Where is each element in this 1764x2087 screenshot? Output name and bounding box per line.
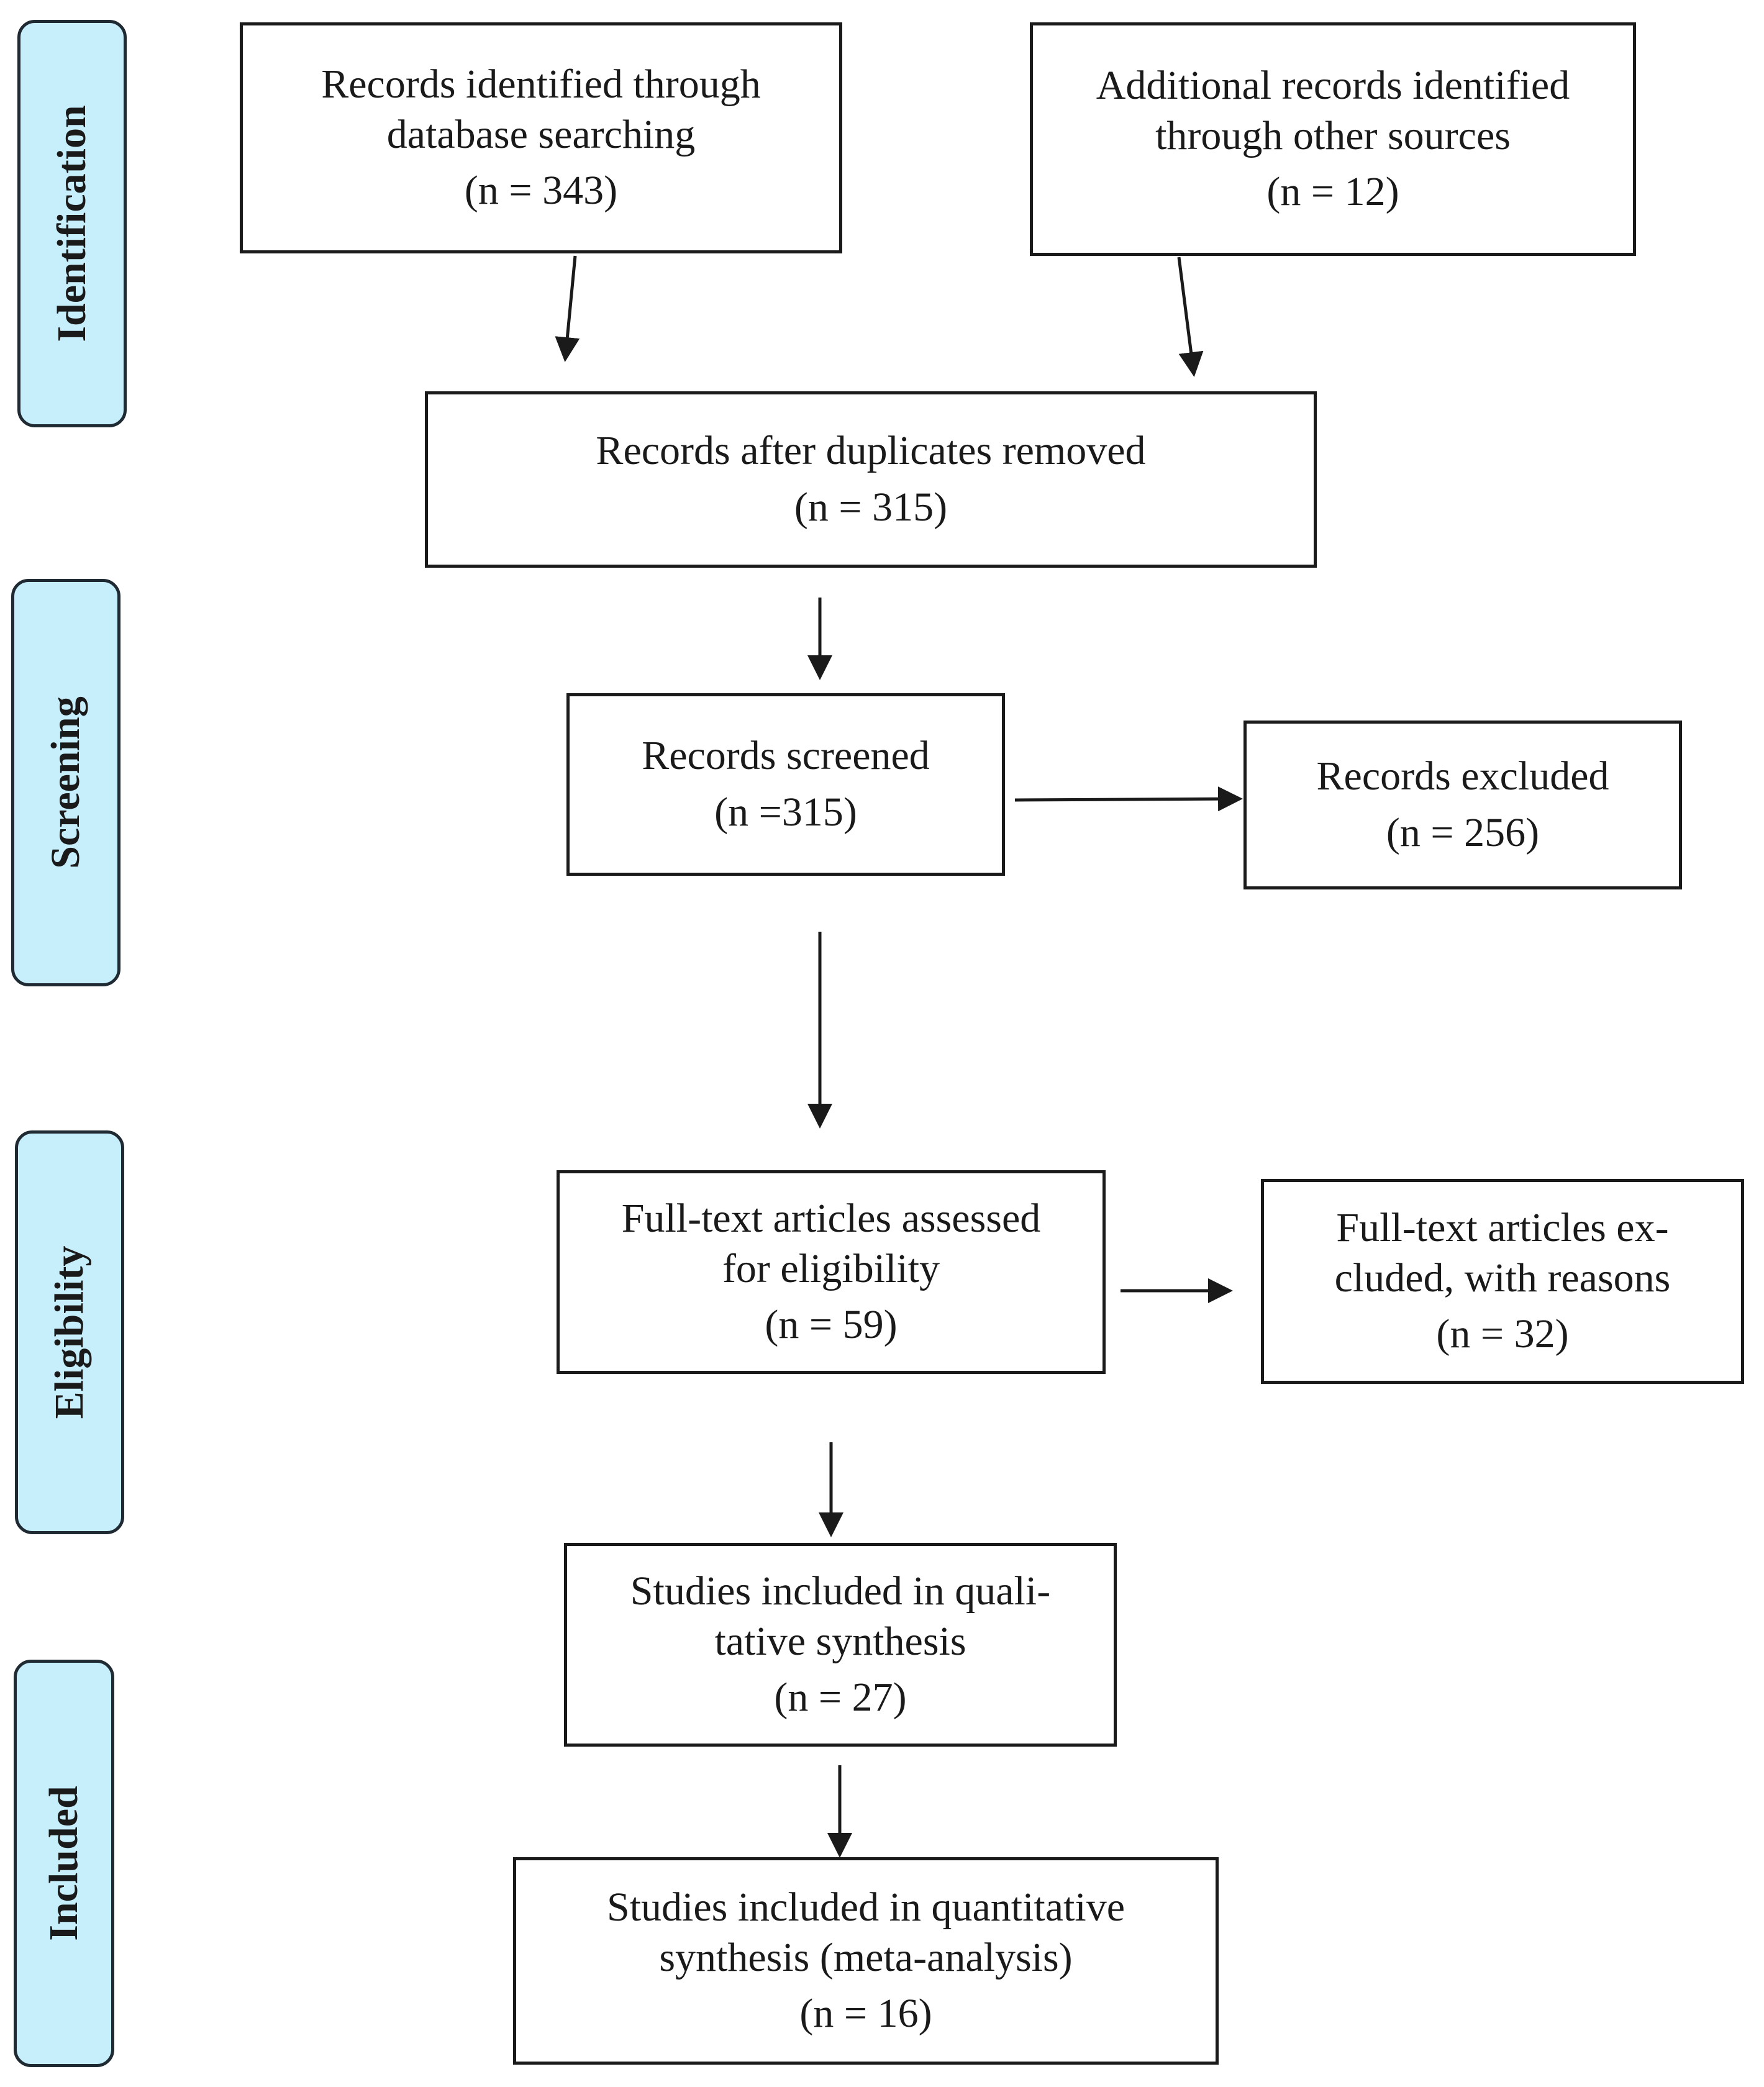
other-sources-box: Additional records identified through ot… [1030,22,1636,256]
records-screened-box: Records screened (n =315) [566,693,1005,876]
phase-identification: Identification [17,20,127,427]
box-text-line: Records after duplicates removed [596,428,1146,474]
box-count: (n = 59) [765,1302,898,1348]
box-text-line: tative synthesis [714,1618,966,1664]
phase-eligibility: Eligibility [15,1130,124,1534]
phase-screening: Screening [11,579,120,986]
box-text-line: Additional records identified [1096,63,1570,109]
box-count: (n =315) [714,789,857,835]
arrow-database-to-dedup [555,255,580,362]
box-text-line: Studies included in quantitative [606,1885,1125,1930]
fulltext-excluded-box: Full-text articles ex- cluded, with reas… [1261,1179,1744,1384]
box-count: (n = 32) [1436,1311,1569,1357]
box-text-line: Records excluded [1316,753,1609,799]
box-count: (n = 12) [1266,169,1399,215]
duplicates-removed-box: Records after duplicates removed (n = 31… [425,391,1317,568]
box-count: (n = 256) [1386,810,1540,855]
quantitative-synthesis-box: Studies included in quantitative synthes… [513,1857,1219,2065]
box-count: (n = 27) [774,1675,907,1721]
box-text-line: Records identified through [321,61,761,107]
database-records-box: Records identified through database sear… [240,22,842,253]
box-text-line: through other sources [1155,112,1511,158]
qualitative-synthesis-box: Studies included in quali- tative synthe… [564,1543,1117,1747]
box-text-line: cluded, with reasons [1334,1255,1671,1301]
box-text-line: Full-text articles assessed [621,1196,1041,1242]
box-count: (n = 343) [464,168,618,214]
box-text-line: Studies included in quali- [630,1568,1051,1614]
fulltext-assessed-box: Full-text articles assessed for eligibil… [557,1170,1106,1374]
records-excluded-box: Records excluded (n = 256) [1243,721,1682,889]
arrow-screened-to-excluded [1014,786,1243,812]
arrow-other-to-dedup [1177,257,1204,377]
phase-included: Included [14,1660,114,2067]
box-text-line: synthesis (meta-analysis) [659,1934,1073,1980]
box-text-line: for eligibility [722,1245,940,1291]
box-count: (n = 16) [799,1991,932,2037]
box-text-line: database searching [386,111,696,157]
box-text-line: Full-text articles ex- [1336,1205,1669,1251]
box-text-line: Records screened [642,733,930,779]
box-count: (n = 315) [794,484,948,530]
